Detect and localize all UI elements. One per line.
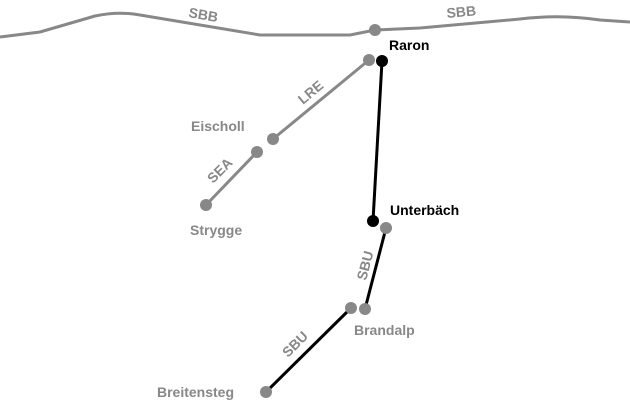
- sbb-raron-station-dot[interactable]: [369, 24, 381, 36]
- unterbaech-sbu-dot[interactable]: [380, 222, 392, 234]
- eischoll-sea-dot[interactable]: [251, 146, 263, 158]
- sbb-left-label: SBB: [187, 4, 219, 25]
- station-label-breitensteg: Breitensteg: [157, 384, 234, 400]
- sbu-upper-label: SBU: [353, 249, 376, 282]
- sbu-lower-line[interactable]: [264, 306, 353, 394]
- station-label-eischoll: Eischoll: [191, 118, 245, 134]
- sea-line[interactable]: [204, 150, 259, 207]
- raron-lre-dot[interactable]: [363, 54, 375, 66]
- station-label-unterbaech: Unterbäch: [390, 202, 459, 218]
- unterbaech-dot[interactable]: [367, 215, 379, 227]
- station-label-strygge: Strygge: [190, 222, 242, 238]
- sbu-lower-label: SBU: [279, 328, 311, 360]
- breitensteg-dot[interactable]: [260, 386, 272, 398]
- strygge-dot[interactable]: [200, 199, 212, 211]
- sbu-upper-line[interactable]: [363, 227, 388, 310]
- station-label-brandalp: Brandalp: [354, 322, 415, 338]
- eischoll-lre-dot[interactable]: [267, 133, 279, 145]
- station-label-raron: Raron: [389, 37, 429, 53]
- sbb-right-label: SBB: [446, 2, 477, 21]
- raron-unterbaech-line[interactable]: [371, 60, 384, 222]
- sbb-railway-line: [0, 11, 630, 39]
- lre-label: LRE: [295, 77, 327, 107]
- brandalp-lower-dot[interactable]: [345, 302, 357, 314]
- raron-dot[interactable]: [376, 55, 388, 67]
- lre-line[interactable]: [272, 58, 370, 141]
- brandalp-upper-dot[interactable]: [359, 303, 371, 315]
